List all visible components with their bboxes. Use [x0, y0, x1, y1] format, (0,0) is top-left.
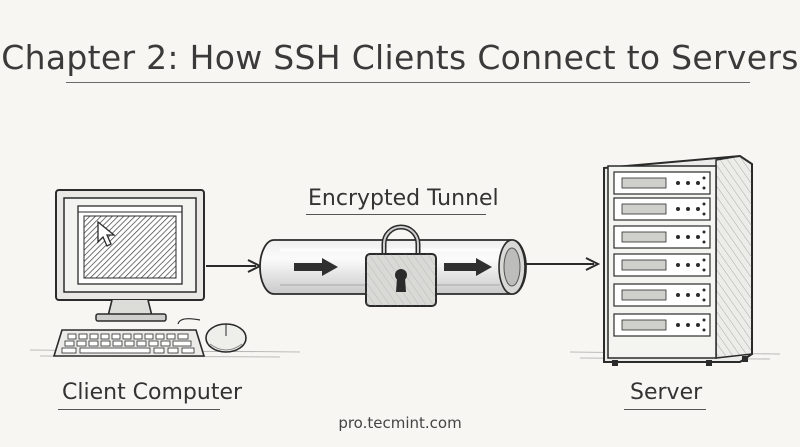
- tunnel-arrow-right: [444, 258, 492, 276]
- server-label: Server: [630, 380, 703, 405]
- tunnel-label: Encrypted Tunnel: [308, 186, 499, 211]
- mouse-icon: [177, 318, 247, 353]
- arrow-right-icon: [524, 257, 601, 271]
- monitor-icon: [55, 189, 205, 322]
- cursor-icon: [97, 220, 116, 247]
- tunnel-arrow-left: [294, 258, 338, 276]
- page-title: Chapter 2: How SSH Clients Connect to Se…: [1, 38, 799, 77]
- client-label-underline: [58, 409, 220, 410]
- watermark: pro.tecmint.com: [338, 414, 462, 432]
- client-computer: [52, 189, 247, 357]
- tunnel-label-underline: [306, 214, 486, 215]
- arrow-right-icon: [206, 259, 263, 273]
- server-rack-icon: [603, 154, 753, 366]
- title-underline: [66, 82, 750, 83]
- client-label: Client Computer: [62, 380, 243, 405]
- padlock-icon: [365, 224, 437, 307]
- server-label-underline: [624, 409, 706, 410]
- keyboard-icon: [52, 329, 206, 357]
